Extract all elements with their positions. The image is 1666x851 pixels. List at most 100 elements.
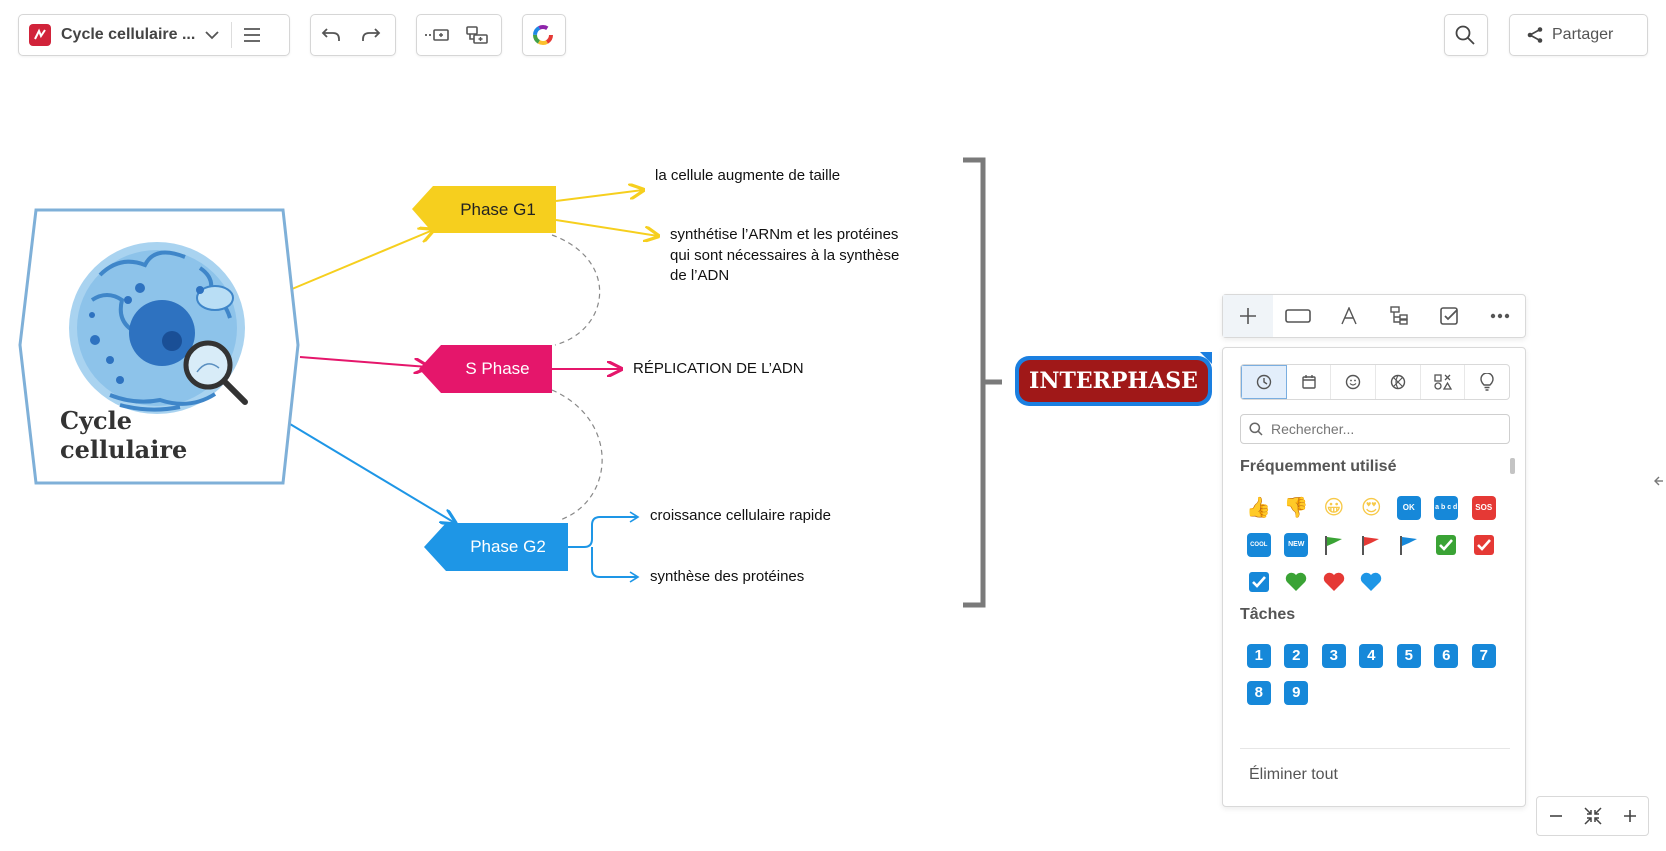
- central-topic-label: Cycle cellulaire: [60, 406, 188, 464]
- search-icon[interactable]: [1445, 15, 1485, 55]
- thumbs-up-icon[interactable]: 👍: [1246, 496, 1272, 519]
- interphase-label: INTERPHASE: [1029, 368, 1198, 394]
- node-s-phase[interactable]: [419, 345, 552, 393]
- heart-eyes-face-icon[interactable]: 😍: [1360, 496, 1382, 519]
- node-phase-g1[interactable]: [412, 186, 556, 233]
- node-interphase[interactable]: [1015, 352, 1212, 406]
- connector-g1-note2: [555, 219, 658, 236]
- icon-category-tabs: [1240, 364, 1510, 400]
- connector-g1-note1: [555, 190, 643, 202]
- cell-illustration: [69, 242, 245, 414]
- clear-all-button[interactable]: Éliminer tout: [1249, 766, 1338, 783]
- add-sibling-topic-icon[interactable]: [417, 15, 457, 55]
- connector-g2-notes: [568, 516, 638, 578]
- topic-format-toolbar: [1222, 294, 1526, 338]
- app-logo-icon: [29, 24, 51, 46]
- g2-note-growth[interactable]: croissance cellulaire rapide: [650, 507, 831, 524]
- sports-ball-icon[interactable]: [1376, 365, 1421, 399]
- new-badge-icon[interactable]: NEW: [1278, 526, 1316, 563]
- blue-heart-icon[interactable]: [1353, 563, 1391, 600]
- connector-g2: [289, 423, 455, 523]
- g1-note-synthesis-line1[interactable]: synthétise l’ARNm et les protéines: [670, 226, 899, 243]
- side-panel-toggle-icon[interactable]: [1652, 474, 1664, 486]
- task-4-icon[interactable]: 4: [1353, 637, 1391, 674]
- node-phase-g2[interactable]: [424, 523, 568, 571]
- shape-tool-icon[interactable]: [1273, 295, 1323, 337]
- g2-note-proteins[interactable]: synthèse des protéines: [650, 568, 805, 585]
- cool-badge-icon[interactable]: COOL: [1240, 526, 1278, 563]
- section-frequent-title: Fréquemment utilisé: [1240, 458, 1397, 475]
- add-icon-tool[interactable]: [1223, 295, 1274, 337]
- connector-s: [299, 356, 428, 367]
- symbols-grid-icon[interactable]: [1421, 365, 1466, 399]
- calendar-icon[interactable]: [1287, 365, 1332, 399]
- fit-to-screen-icon[interactable]: [1574, 797, 1611, 835]
- task-1-icon[interactable]: 1: [1240, 637, 1278, 674]
- g1-note-synthesis-line2[interactable]: qui sont nécessaires à la synthèse: [670, 247, 900, 264]
- color-wheel-icon[interactable]: [523, 15, 563, 55]
- layout-tree-icon[interactable]: [1374, 295, 1424, 337]
- insert-topic-group: [416, 14, 502, 56]
- sos-badge-icon[interactable]: SOS: [1465, 489, 1503, 526]
- zoom-controls: [1536, 796, 1649, 836]
- more-options-icon[interactable]: [1475, 295, 1525, 337]
- chevron-down-icon[interactable]: [205, 30, 219, 40]
- task-6-icon[interactable]: 6: [1428, 637, 1466, 674]
- panel-scrollbar[interactable]: [1510, 458, 1515, 474]
- redo-icon[interactable]: [351, 15, 391, 55]
- icon-picker-panel: Fréquemment utilisé 👍 👎 😀 😍 OK a b c d S…: [1222, 347, 1526, 807]
- menu-hamburger-icon[interactable]: [232, 15, 272, 55]
- magnifier-icon: [183, 340, 248, 405]
- thumbs-down-icon[interactable]: 👎: [1283, 496, 1309, 519]
- relation-s-g2: [551, 389, 603, 521]
- panel-divider: [1240, 748, 1510, 749]
- task-8-icon[interactable]: 8: [1240, 674, 1278, 711]
- search-icon: [1249, 422, 1263, 436]
- share-icon: [1526, 26, 1544, 44]
- task-2-icon[interactable]: 2: [1278, 637, 1316, 674]
- share-label: Partager: [1552, 26, 1614, 43]
- central-topic[interactable]: [18, 208, 300, 485]
- blue-check-icon[interactable]: [1240, 563, 1278, 600]
- red-check-icon[interactable]: [1465, 526, 1503, 563]
- lightbulb-icon[interactable]: [1465, 365, 1509, 399]
- green-check-icon[interactable]: [1428, 526, 1466, 563]
- document-title[interactable]: Cycle cellulaire ...: [61, 26, 196, 43]
- add-child-topic-icon[interactable]: [457, 15, 497, 55]
- document-menu-group: Cycle cellulaire ...: [18, 14, 290, 56]
- zoom-out-button[interactable]: [1537, 797, 1574, 835]
- red-heart-icon[interactable]: [1315, 563, 1353, 600]
- undo-icon[interactable]: [311, 15, 351, 55]
- task-7-icon[interactable]: 7: [1465, 637, 1503, 674]
- relation-g1-s: [551, 234, 601, 346]
- phase-g2-label: Phase G2: [470, 537, 546, 556]
- task-9-icon[interactable]: 9: [1278, 674, 1316, 711]
- smiley-icon[interactable]: [1331, 365, 1377, 399]
- zoom-in-button[interactable]: [1611, 797, 1648, 835]
- green-heart-icon[interactable]: [1278, 563, 1316, 600]
- task-icons-grid: 1 2 3 4 5 6 7 8 9: [1240, 637, 1510, 711]
- text-style-icon[interactable]: [1324, 295, 1374, 337]
- phase-g1-label: Phase G1: [460, 200, 536, 219]
- g1-note-synthesis-line3[interactable]: de l’ADN: [670, 267, 730, 284]
- red-flag-icon[interactable]: [1353, 526, 1391, 563]
- theme-group: [522, 14, 566, 56]
- share-button[interactable]: Partager: [1509, 14, 1648, 56]
- ok-badge-icon[interactable]: OK: [1390, 489, 1428, 526]
- g1-note-size[interactable]: la cellule augmente de taille: [655, 167, 841, 184]
- recent-clock-icon[interactable]: [1241, 365, 1287, 399]
- task-5-icon[interactable]: 5: [1390, 637, 1428, 674]
- icon-search-input[interactable]: [1269, 420, 1493, 438]
- green-flag-icon[interactable]: [1315, 526, 1353, 563]
- s-note-replication[interactable]: RÉPLICATION DE L’ADN: [633, 360, 804, 377]
- abcd-badge-icon[interactable]: a b c d: [1428, 489, 1466, 526]
- blue-flag-icon[interactable]: [1390, 526, 1428, 563]
- task-checkbox-icon[interactable]: [1424, 295, 1474, 337]
- search-group: [1444, 14, 1488, 56]
- grinning-face-icon[interactable]: 😀: [1323, 496, 1345, 519]
- interphase-bracket[interactable]: [963, 157, 1002, 608]
- icon-search-field[interactable]: [1240, 414, 1510, 444]
- task-3-icon[interactable]: 3: [1315, 637, 1353, 674]
- section-tasks-title: Tâches: [1240, 606, 1296, 623]
